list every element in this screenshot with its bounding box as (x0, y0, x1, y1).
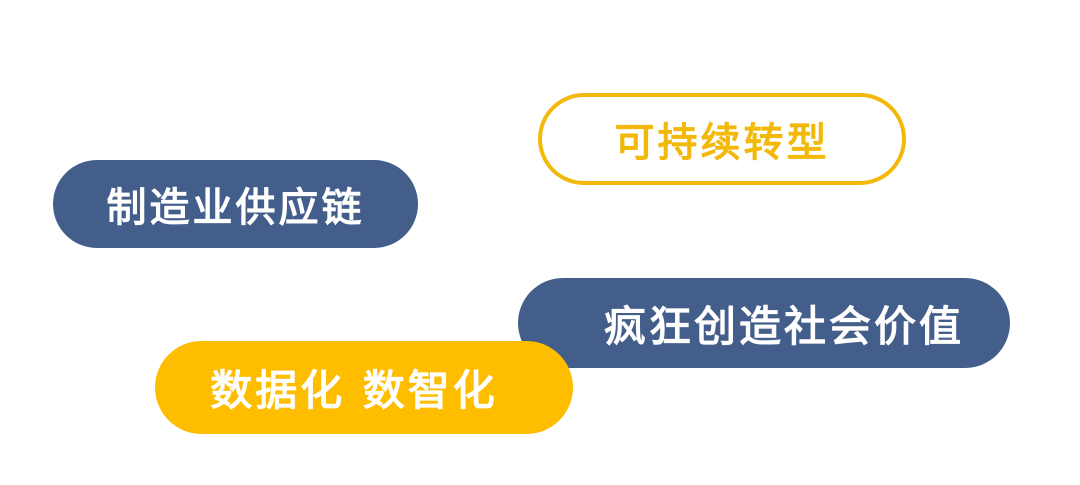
tag-digitalization-label: 数据化 数智化 (210, 366, 498, 415)
tag-social-value-label: 疯狂创造社会价值 (603, 301, 964, 351)
tag-sustainable-transformation-label: 可持续转型 (614, 120, 830, 166)
tag-digitalization: 数据化 数智化 (155, 341, 573, 434)
tag-manufacturing-supply-chain: 制造业供应链 (53, 160, 418, 248)
tag-social-value: 疯狂创造社会价值 (518, 278, 1010, 368)
tag-manufacturing-supply-chain-label: 制造业供应链 (106, 185, 365, 231)
tag-sustainable-transformation: 可持续转型 (538, 93, 906, 185)
